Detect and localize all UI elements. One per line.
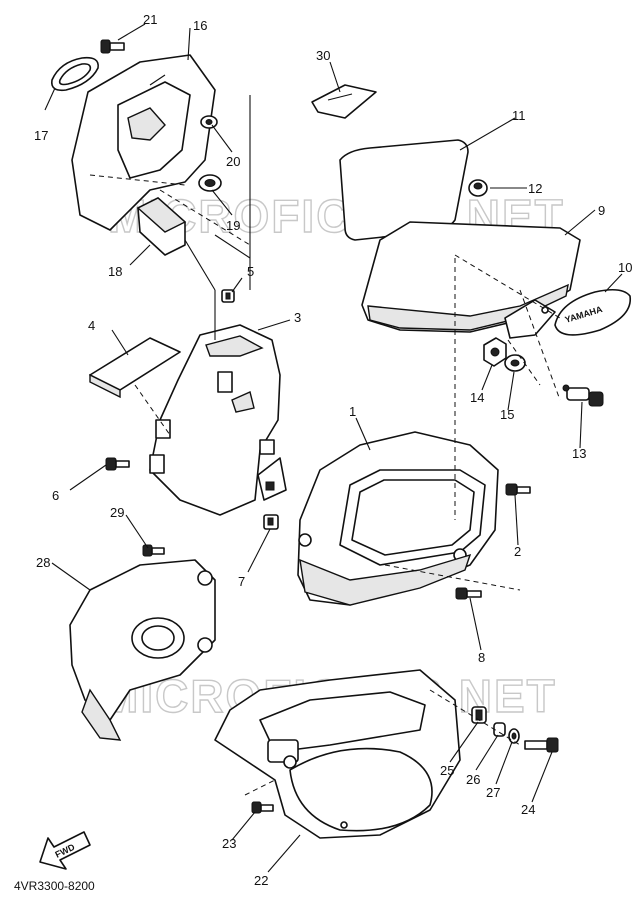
part-8-bolt [455, 587, 482, 600]
leader-lines [44, 23, 623, 873]
part-7-clip [263, 514, 279, 530]
callout-6: 6 [52, 488, 59, 503]
callout-29: 29 [110, 505, 124, 520]
assembly-frame-lines [184, 95, 251, 340]
part-13-bolt [562, 384, 604, 407]
callout-11: 11 [512, 108, 526, 123]
part-1-duct [297, 431, 499, 606]
callout-4: 4 [88, 318, 95, 333]
part-6-screw [105, 457, 130, 471]
part-4-pad [89, 337, 181, 399]
callout-27: 27 [486, 785, 500, 800]
callout-13: 13 [572, 446, 586, 461]
callout-21: 21 [143, 12, 157, 27]
part-19-grommet [198, 174, 222, 192]
part-24-bolt [524, 737, 559, 753]
callout-16: 16 [193, 18, 207, 33]
diagram-code: 4VR3300-8200 [14, 879, 95, 893]
callout-7: 7 [238, 574, 245, 589]
callout-28: 28 [36, 555, 50, 570]
fwd-arrow-icon: FWD [39, 831, 91, 870]
callout-30: 30 [316, 48, 330, 63]
callout-17: 17 [34, 128, 48, 143]
part-16-side-cover [71, 54, 216, 231]
callout-5: 5 [247, 264, 254, 279]
part-23-screw [251, 801, 274, 814]
part-25-collar [471, 706, 487, 724]
callout-22: 22 [254, 873, 268, 888]
callout-9: 9 [598, 203, 605, 218]
callout-18: 18 [108, 264, 122, 279]
callout-24: 24 [521, 802, 535, 817]
callout-2: 2 [514, 544, 521, 559]
part-21-screw [100, 39, 125, 54]
part-3-bracket [149, 324, 287, 516]
part-5-clip [221, 289, 235, 303]
part-11-seal [339, 139, 469, 241]
callout-12: 12 [528, 181, 542, 196]
part-10-emblem: YAMAHA [554, 288, 631, 336]
assembly-lines [89, 174, 561, 796]
part-17-gasket [50, 56, 99, 92]
part-26-spacer [493, 722, 506, 737]
part-18-damper [136, 197, 187, 256]
callout-19: 19 [226, 218, 240, 233]
part-27-washer [508, 728, 520, 744]
part-29-screw [142, 544, 165, 557]
part-15-grommet [504, 354, 526, 372]
callout-15: 15 [500, 407, 514, 422]
callout-10: 10 [618, 260, 632, 275]
part-2-bolt [505, 483, 531, 496]
callout-8: 8 [478, 650, 485, 665]
callout-23: 23 [222, 836, 236, 851]
callout-3: 3 [294, 310, 301, 325]
part-9-side-cover [361, 221, 581, 339]
callout-1: 1 [349, 404, 356, 419]
part-28-cover [69, 559, 216, 741]
part-20-grommet [200, 115, 218, 129]
part-14-nut [483, 337, 507, 367]
callout-14: 14 [470, 390, 484, 405]
callout-26: 26 [466, 772, 480, 787]
part-22-cover [214, 669, 461, 839]
part-30-plate [311, 84, 377, 119]
callout-20: 20 [226, 154, 240, 169]
callout-25: 25 [440, 763, 454, 778]
part-12-grommet [468, 179, 488, 197]
callout-labels: 1 2 3 4 5 6 7 8 9 10 11 12 13 14 15 16 1… [34, 12, 632, 888]
